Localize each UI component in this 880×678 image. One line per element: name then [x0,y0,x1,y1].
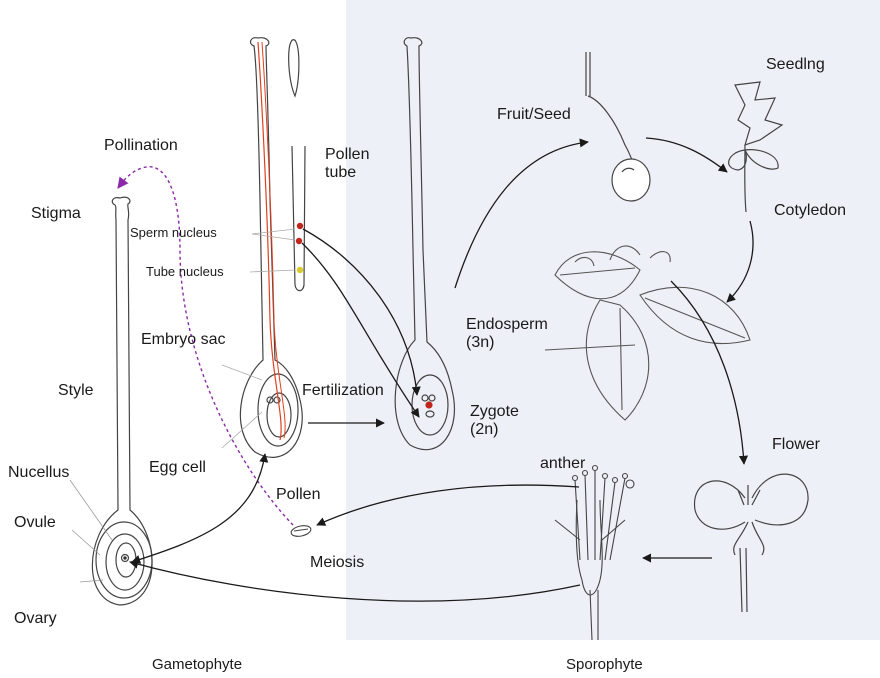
anther-label: anther [540,455,585,473]
stigma-label: Stigma [31,205,81,223]
egg-cell-label: Egg cell [149,459,206,477]
flower-label: Flower [772,436,820,454]
pollen-grain [290,524,312,538]
pollen-tube-growth-line-2 [262,42,285,438]
pistil-with-pollen-tube [240,38,305,458]
pollen-tube-label: Pollen tube [325,146,369,183]
ovary-label: Ovary [14,610,57,628]
tube-nucleus-label: Tube nucleus [146,265,224,280]
zygote-label: Zygote (2n) [470,403,519,440]
nucellus-label: Nucellus [8,464,69,482]
sperm-nucleus-label: Sperm nucleus [130,226,217,241]
tube-nucleus-dot [297,267,303,273]
fertilization-label: Fertilization [302,382,384,400]
sporophyte-label: Sporophyte [566,656,643,673]
gametophyte-label: Gametophyte [152,656,242,673]
pollen-tube-growth-line [258,42,281,440]
endosperm-label: Endosperm (3n) [466,316,548,353]
fruit-seed-label: Fruit/Seed [497,106,571,124]
sperm-nucleus-dot-1 [297,223,303,229]
style-label: Style [58,382,94,400]
pollen-label: Pollen [276,486,320,504]
meiosis-label: Meiosis [310,554,364,572]
pistil-drawing [70,197,152,605]
ovule-label: Ovule [14,514,56,532]
sperm-nucleus-dot-2 [296,238,302,244]
cotyledon-label: Cotyledon [774,202,846,220]
pollination-label: Pollination [104,137,178,155]
seedling-label: Seedlng [766,56,825,74]
embryo-sac-label: Embryo sac [141,331,225,349]
